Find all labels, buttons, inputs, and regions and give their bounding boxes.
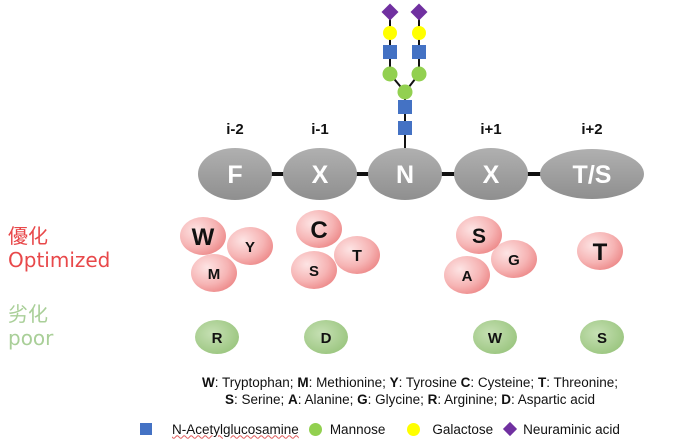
svg-text:S: S	[472, 225, 486, 248]
svg-text:N: N	[396, 161, 414, 189]
optimized-residues: Y M W T S C G A S T	[180, 210, 623, 294]
svg-text:C: C	[310, 217, 327, 244]
optimized-i-1-C: C	[296, 210, 342, 248]
n-acetylglucosamine-icon	[383, 45, 397, 59]
svg-text:W: W	[192, 224, 215, 251]
optimized-label-en: Optimized	[8, 248, 111, 272]
optimized-label-zh: 優化	[8, 224, 48, 248]
svg-text:D: D	[321, 330, 332, 347]
position-label-i+2: i+2	[581, 121, 602, 138]
position-label-i-1: i-1	[311, 121, 329, 138]
svg-text:W: W	[488, 330, 503, 347]
svg-text:F: F	[227, 161, 242, 189]
galactose-icon	[412, 26, 426, 40]
optimized-i+1-G: G	[491, 240, 537, 278]
poor-i+1-W: W	[473, 320, 517, 354]
svg-text:R: R	[212, 330, 223, 347]
n-acetylglucosamine-icon	[412, 45, 426, 59]
diamond-icon	[503, 421, 518, 437]
svg-text:Y: Y	[245, 239, 255, 256]
abbreviation-line-1: W: Tryptophan; M: Methionine; Y: Tyrosin…	[202, 375, 618, 390]
svg-text:X: X	[483, 161, 500, 189]
abbreviation-key: W: Tryptophan; M: Methionine; Y: Tyrosin…	[150, 374, 670, 408]
svg-text:S: S	[309, 263, 319, 280]
poor-label-en: poor	[8, 326, 54, 350]
position-label-i-2: i-2	[226, 121, 244, 138]
glycan-structure	[381, 3, 428, 150]
n-acetylglucosamine-icon	[398, 121, 412, 135]
circle-icon	[407, 422, 421, 436]
optimized-label: 優化 Optimized	[8, 224, 110, 272]
svg-text:T: T	[352, 248, 362, 265]
legend-item-galactose: Galactose	[407, 422, 493, 437]
n-acetylglucosamine-icon	[398, 100, 412, 114]
optimized-i+1-S: S	[456, 216, 502, 254]
optimized-i+1-A: A	[444, 256, 490, 294]
poor-label-zh: 劣化	[8, 302, 48, 326]
mannose-icon	[411, 66, 427, 82]
legend-item-mannose: Mannose	[308, 422, 385, 437]
optimized-i-2-M: M	[191, 254, 237, 292]
legend: N-Acetylglucosamine Mannose Galactose Ne…	[140, 418, 630, 440]
residue-X-minus: X	[283, 148, 357, 200]
residue-T-S: T/S	[540, 149, 644, 199]
poor-label: 劣化 poor	[8, 302, 53, 350]
svg-text:M: M	[208, 266, 221, 283]
residue-N: N	[368, 148, 442, 200]
optimized-i-2-W: W	[180, 217, 226, 255]
optimized-i-2-Y: Y	[227, 227, 273, 265]
svg-text:X: X	[312, 161, 329, 189]
residue-X-plus: X	[454, 148, 528, 200]
legend-item-neuraminic-acid: Neuraminic acid	[503, 422, 620, 437]
neuraminic-acid-icon	[381, 3, 399, 21]
optimized-i-1-T: T	[334, 236, 380, 274]
square-icon	[140, 423, 152, 435]
neuraminic-acid-icon	[410, 3, 428, 21]
svg-text:T/S: T/S	[573, 161, 612, 189]
poor-residues: R D W S	[195, 320, 624, 354]
optimized-i-1-S: S	[291, 251, 337, 289]
galactose-icon	[383, 26, 397, 40]
poor-i-1-D: D	[304, 320, 348, 354]
svg-text:T: T	[593, 239, 608, 266]
svg-text:A: A	[462, 268, 473, 285]
poor-i+2-S: S	[580, 320, 624, 354]
circle-icon	[308, 422, 322, 436]
residue-F: F	[198, 148, 272, 200]
svg-text:S: S	[597, 330, 607, 347]
svg-text:G: G	[508, 252, 520, 269]
mannose-icon	[382, 66, 398, 82]
optimized-i+2-T: T	[577, 232, 623, 270]
legend-item-n-acetylglucosamine: N-Acetylglucosamine	[140, 422, 299, 437]
abbreviation-line-2: S: Serine; A: Alanine; G: Glycine; R: Ar…	[225, 392, 595, 407]
position-label-i+1: i+1	[480, 121, 501, 138]
poor-i-2-R: R	[195, 320, 239, 354]
mannose-icon	[397, 84, 413, 100]
